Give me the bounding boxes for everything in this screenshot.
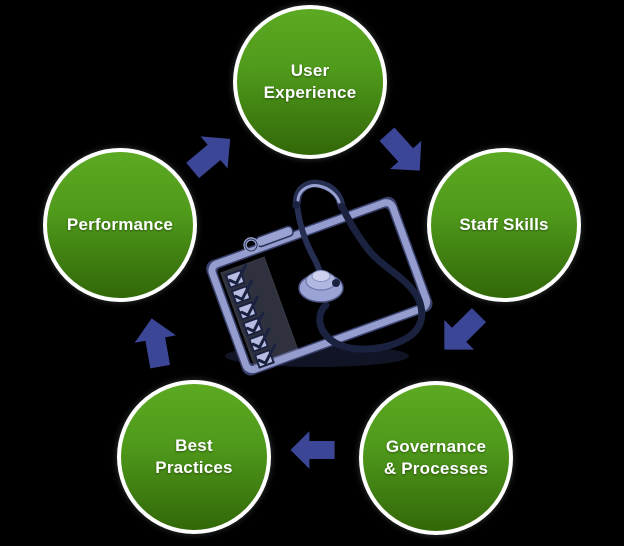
arrow-staff-skills-to-governance-icon [444, 307, 487, 350]
arrow-best-practices-to-performance-icon [134, 318, 176, 369]
node-governance-processes-label: Governance & Processes [383, 436, 489, 478]
node-user-experience-label: User Experience [263, 60, 357, 102]
node-performance: Performance [43, 148, 197, 302]
stethoscope-icon [292, 179, 426, 353]
node-best-practices-label: Best Practices [155, 435, 233, 477]
clipboard-stethoscope-illustration [206, 179, 433, 376]
checklist-icon [220, 256, 299, 369]
node-staff-skills-label: Staff Skills [459, 214, 549, 234]
node-performance-label: Performance [66, 214, 174, 234]
node-staff-skills: Staff Skills [427, 148, 581, 302]
arrow-user-experience-to-staff-skills-icon [379, 127, 422, 171]
node-governance-processes: Governance & Processes [359, 381, 513, 535]
node-user-experience: User Experience [233, 5, 387, 159]
node-best-practices: Best Practices [117, 380, 271, 534]
arrow-performance-to-user-experience-icon [186, 136, 231, 179]
stethoscope-chest-piece-icon [298, 270, 344, 303]
clipboard-clip-icon [243, 225, 294, 253]
arrow-governance-to-best-practices-icon [290, 431, 335, 469]
